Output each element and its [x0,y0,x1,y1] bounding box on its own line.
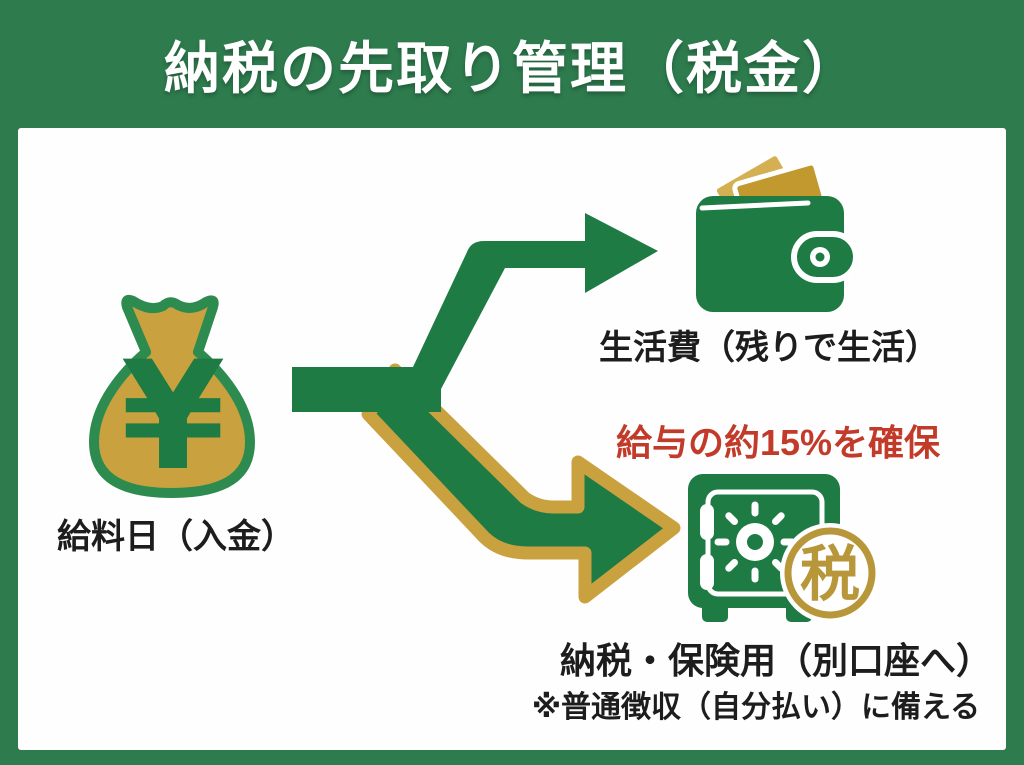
split-arrow-icon [292,213,681,604]
arrow-branch-lower [361,363,681,604]
yen-symbol: ¥ [121,330,225,504]
safe-dial-center [747,534,763,550]
safe-dial-ticks [714,501,796,583]
safe-hinge-top [700,504,714,540]
arrow-branch-upper [292,213,658,412]
money-bag-body [89,294,255,498]
wallet-snap-inner [815,252,825,262]
wallet-body [696,196,844,312]
money-bag-icon: ¥ [89,294,255,504]
source-label: 給料日（入金） [57,518,295,556]
tax-account-label: 納税・保険用（別口座へ） [559,640,993,681]
wallet-opening-slit [699,200,811,211]
safe-hinge-bottom [700,554,714,590]
living-expenses-label: 生活費（残りで生活） [599,329,939,367]
tax-note-label: ※普通徴収（自分払い）に備える [531,691,981,724]
tax-badge-character: 税 [800,541,860,608]
tax-badge-icon: 税 [780,523,880,623]
percentage-highlight-label: 給与の約15%を確保 [615,422,941,463]
wallet-icon [696,151,859,312]
page-title: 納税の先取り管理（税金） [164,36,860,100]
tax-badge-ring [784,527,876,619]
